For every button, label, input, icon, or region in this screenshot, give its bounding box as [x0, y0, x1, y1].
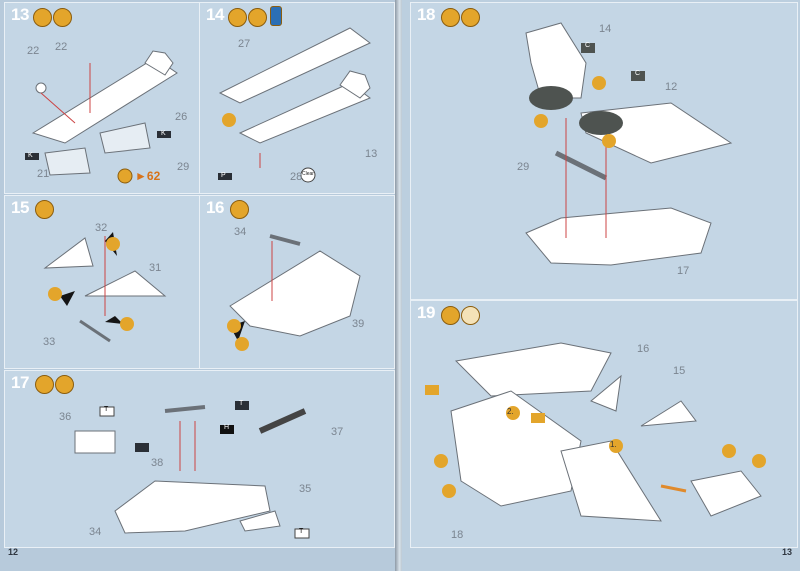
no-glue-icon — [441, 8, 460, 27]
right-page: 83601 18 14 12 29 17 C C 19 — [402, 0, 800, 571]
part-label: 22 — [55, 41, 68, 53]
step-13-drawing — [25, 50, 178, 184]
step-15-number: 15 — [11, 198, 29, 217]
step-18-panel: 18 14 12 29 17 C C — [410, 2, 798, 300]
see-step-reference: ►62 — [135, 169, 161, 183]
step-16-drawing — [227, 234, 361, 351]
part-label: 38 — [151, 457, 164, 469]
step-14-drawing — [218, 27, 372, 183]
part-label: 29 — [177, 161, 190, 173]
glue-icon — [53, 8, 72, 27]
part-label: 12 — [665, 81, 678, 93]
part-label: 37 — [331, 426, 344, 438]
part-label: 14 — [599, 23, 612, 35]
step-19-panel: 19 16 15 18 1. 2. — [410, 300, 798, 548]
step-17-drawing — [74, 401, 310, 539]
paint-icon — [270, 6, 282, 26]
decal-label: K — [28, 152, 33, 159]
glue-icon — [55, 375, 74, 394]
part-label: 27 — [238, 38, 251, 50]
glue-icon — [248, 8, 267, 27]
step-16-panel: 16 34 39 — [199, 195, 395, 369]
part-label: 39 — [352, 318, 365, 330]
step-16-number: 16 — [206, 198, 224, 217]
part-label: 34 — [234, 226, 247, 238]
step-18-drawing — [525, 22, 733, 266]
decal-label: T — [239, 400, 244, 407]
part-label: 33 — [43, 336, 56, 348]
part-label: 35 — [299, 483, 312, 495]
decal-label: T — [104, 406, 109, 413]
glue-icon — [461, 8, 480, 27]
page-number: 13 — [781, 547, 792, 557]
no-glue-icon — [35, 200, 54, 219]
no-glue-icon — [33, 8, 52, 27]
part-label: 18 — [451, 529, 464, 541]
step-18-number: 18 — [417, 5, 435, 24]
step-13-panel: 13 22 22 26 29 21 K K ►62 — [4, 2, 200, 194]
reference-step-number: 62 — [146, 169, 161, 183]
step-14-number: 14 — [206, 5, 224, 24]
order-mark: 2. — [507, 407, 514, 416]
step-13-number: 13 — [11, 5, 29, 24]
part-label: 15 — [673, 365, 686, 377]
part-label: 16 — [637, 343, 650, 355]
left-page: 83601 13 22 22 26 29 21 K K ►62 14 — [0, 0, 398, 571]
glue-icon — [441, 306, 460, 325]
glue-icon — [35, 375, 54, 394]
part-label: 17 — [677, 265, 690, 277]
order-mark: 1. — [610, 440, 617, 449]
part-label: 22 — [27, 45, 40, 57]
part-label: 28 — [290, 171, 303, 183]
decal-label: K — [161, 130, 166, 137]
drying-time-clock-icon — [461, 306, 480, 325]
part-label: 29 — [517, 161, 530, 173]
part-label: 34 — [89, 526, 102, 538]
step-17-panel: 17 36 38 37 35 34 T T H T — [4, 370, 395, 548]
step-19-drawing — [425, 342, 766, 522]
decal-label: T — [299, 528, 304, 535]
decal-label: P — [221, 172, 226, 179]
glue-icon — [228, 8, 247, 27]
part-label: 21 — [37, 168, 50, 180]
part-label: 31 — [149, 262, 162, 274]
book-gutter — [395, 0, 405, 571]
step-14-panel: 14 27 28 13 P Clear — [199, 2, 395, 194]
decal-label: C — [635, 70, 641, 77]
part-label: 32 — [95, 222, 108, 234]
glue-icon — [230, 200, 249, 219]
part-label: 26 — [175, 111, 188, 123]
decal-label: C — [585, 42, 591, 49]
step-15-panel: 15 32 31 33 — [4, 195, 200, 369]
clear-stamp: Clear — [302, 171, 314, 177]
decal-label: H — [224, 424, 230, 431]
part-label: 36 — [59, 411, 72, 423]
step-15-drawing — [43, 232, 167, 343]
part-label: 13 — [365, 148, 378, 160]
step-17-number: 17 — [11, 373, 29, 392]
page-number: 12 — [8, 547, 19, 557]
step-19-number: 19 — [417, 303, 435, 322]
